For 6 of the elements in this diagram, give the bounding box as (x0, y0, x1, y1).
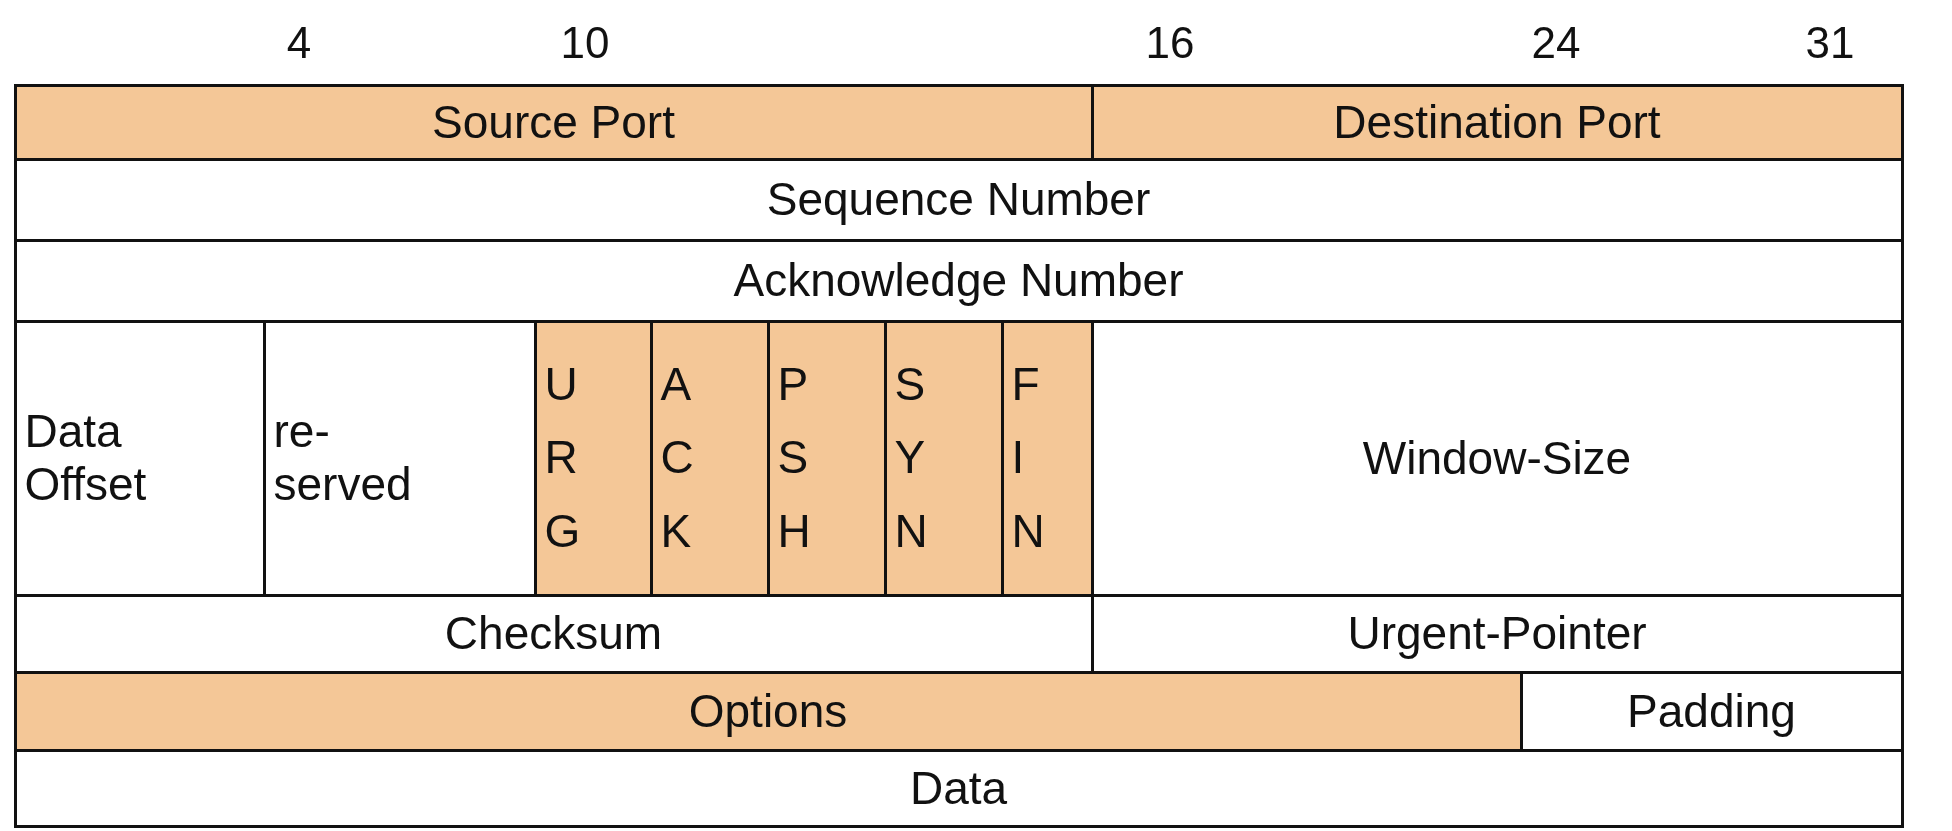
bit-number: 10 (560, 18, 610, 68)
bit-number: 24 (1531, 18, 1581, 68)
bit-number: 31 (1805, 18, 1855, 68)
bit-number: 16 (1145, 18, 1195, 68)
field-cell: Source Port (13, 83, 1094, 161)
bit-number: 4 (286, 18, 312, 68)
